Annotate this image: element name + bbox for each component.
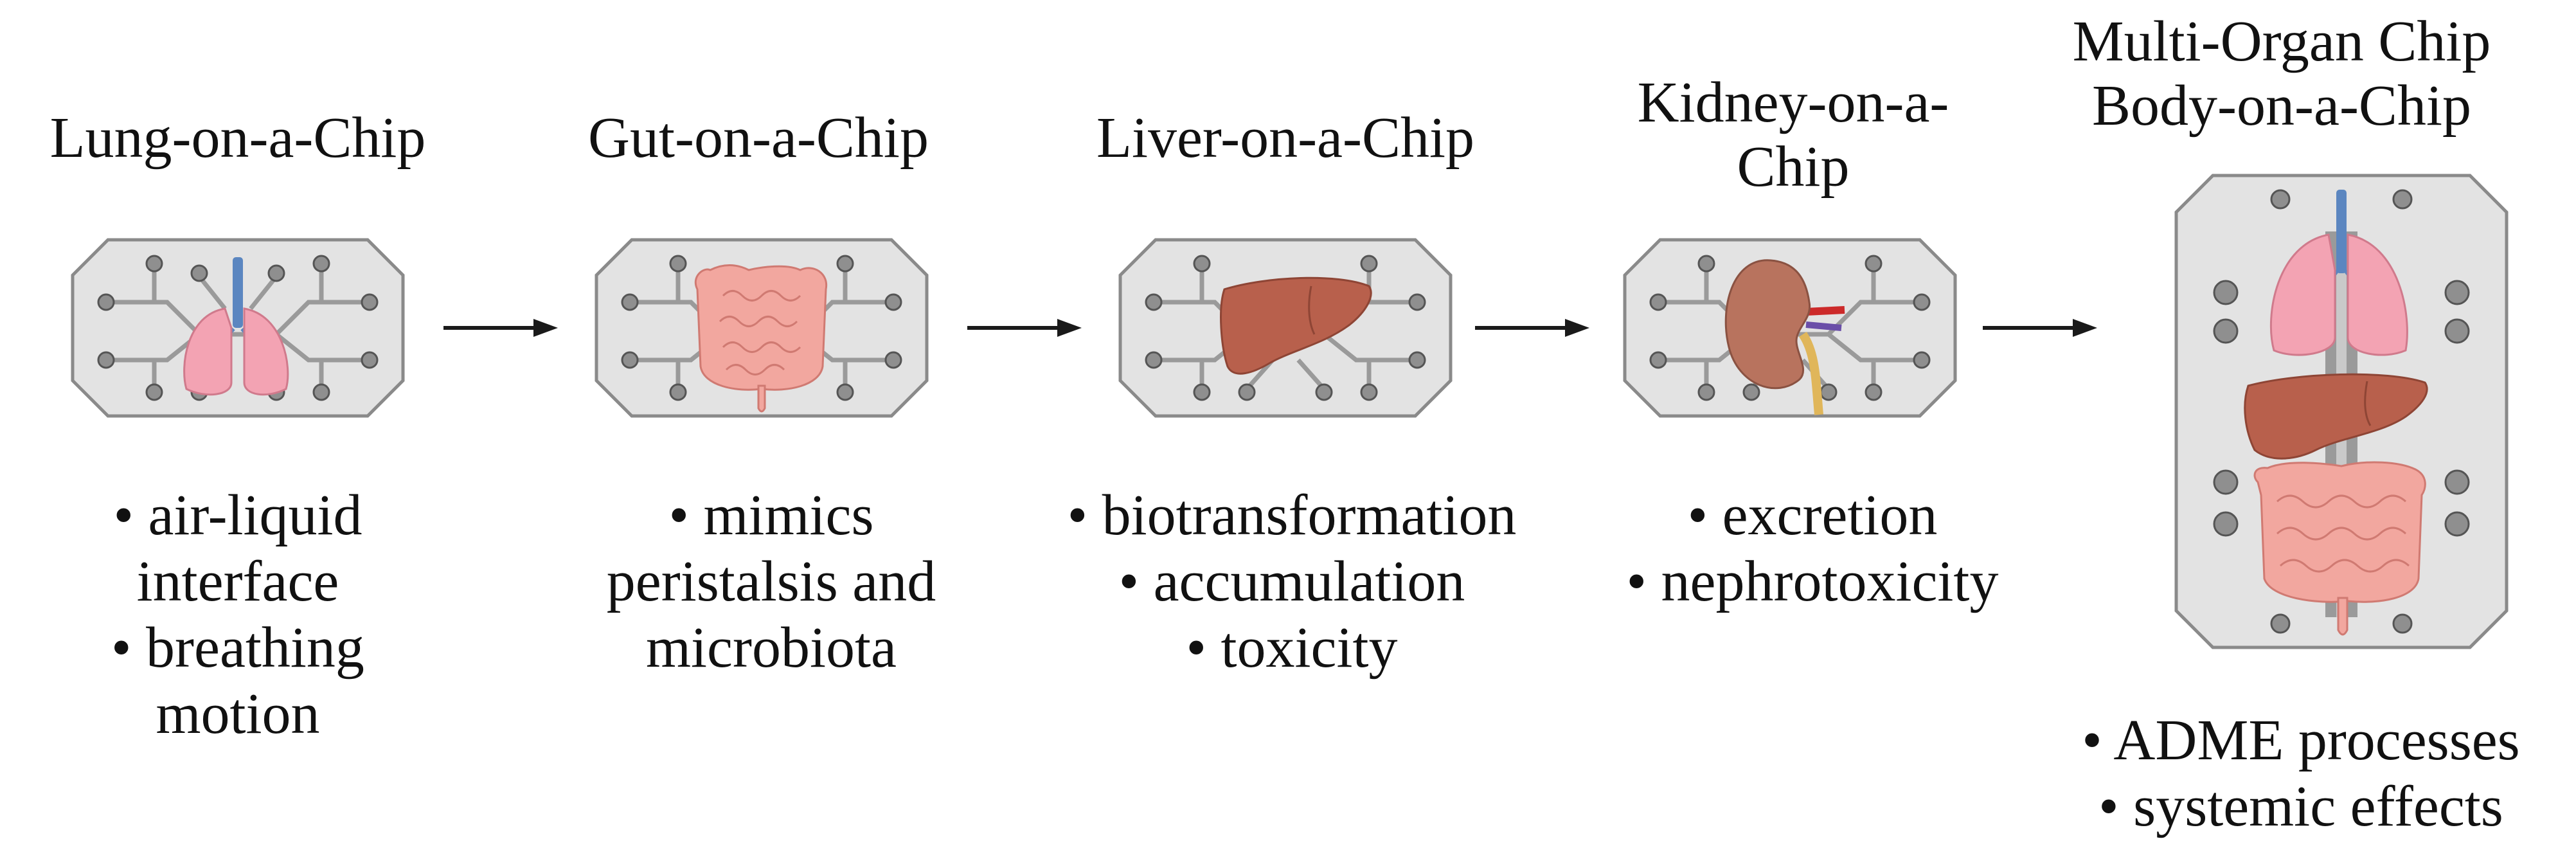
- feature-item: • nephrotoxicity: [1626, 550, 1999, 613]
- arrow-liver-to-kidney: [1475, 319, 1589, 337]
- gut-chip: [595, 238, 929, 418]
- chip-ports: [1649, 255, 1931, 401]
- arrow-lung-to-gut: [443, 319, 558, 337]
- stage-title-lung: Lung-on-a-Chip: [49, 106, 426, 170]
- lung-chip: [71, 238, 405, 418]
- stage-title-liver: Liver-on-a-Chip: [1096, 106, 1474, 170]
- feature-item: • accumulation: [1118, 550, 1465, 613]
- multi-organ-chip: [2174, 174, 2509, 649]
- feature-item: • breathing motion: [111, 616, 364, 746]
- stage-title-multi-organ-line-2: Body-on-a-Chip: [2092, 74, 2471, 138]
- liver-features: • biotransformation • accumulation • tox…: [1054, 482, 1530, 681]
- kidney-features: • excretion • nephrotoxicity: [1575, 482, 2050, 615]
- chip-ports: [621, 255, 902, 401]
- feature-item: • biotransformation: [1067, 483, 1517, 547]
- lung-icon: [183, 257, 289, 396]
- gut-features: • mimics peristalsis and microbiota: [533, 482, 1009, 681]
- feature-item: • excretion: [1687, 483, 1938, 547]
- multi-organ-features: • ADME processes • systemic effects: [2031, 707, 2571, 840]
- chip-ports: [2213, 189, 2470, 634]
- liver-icon: [2244, 373, 2428, 460]
- chip-ports: [1145, 255, 1426, 401]
- feature-item: • systemic effects: [2098, 775, 2503, 838]
- liver-chip: [1118, 238, 1453, 418]
- arrow-kidney-to-multi-organ: [1983, 319, 2097, 337]
- chip-ports: [97, 255, 379, 401]
- lung-icon: [2269, 190, 2408, 356]
- stage-title-kidney: Kidney-on-a- Chip: [1555, 71, 2031, 199]
- stage-title-multi-organ: Multi-Organ Chip Body-on-a-Chip: [2044, 10, 2519, 138]
- kidney-chip: [1623, 238, 1957, 418]
- liver-icon: [1220, 276, 1372, 375]
- stage-title-kidney-line-1: Kidney-on-a-: [1637, 71, 1949, 134]
- feature-item: • mimics peristalsis and microbiota: [606, 483, 936, 680]
- intestine-icon: [2253, 461, 2426, 636]
- arrow-gut-to-liver: [967, 319, 1082, 337]
- lung-features: • air-liquid interface • breathing motio…: [0, 482, 476, 747]
- stage-title-gut: Gut-on-a-Chip: [588, 106, 929, 170]
- feature-item: • toxicity: [1186, 616, 1398, 680]
- stage-title-kidney-line-2: Chip: [1737, 135, 1850, 199]
- feature-item: • air-liquid interface: [113, 483, 362, 613]
- kidney-icon: [1724, 259, 1845, 415]
- stage-title-multi-organ-line-1: Multi-Organ Chip: [2072, 10, 2491, 73]
- intestine-icon: [695, 264, 828, 413]
- feature-item: • ADME processes: [2082, 708, 2520, 772]
